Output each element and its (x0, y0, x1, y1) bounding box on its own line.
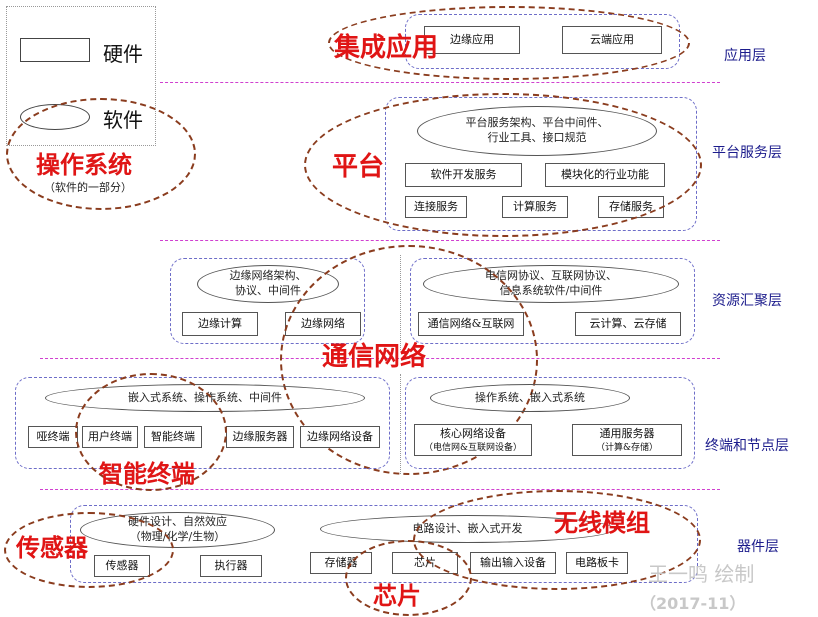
separator-platform-resource (160, 240, 720, 241)
legend-hardware-label: 硬件 (103, 42, 143, 66)
integrated-app-ellipse (328, 6, 690, 80)
smart-terminal-ellipse (75, 373, 227, 491)
edge-compute-box: 边缘计算 (182, 312, 258, 336)
platform-label: 平台 (332, 152, 385, 182)
chip-ellipse (345, 540, 472, 616)
general-server-line1: 通用服务器 (599, 426, 655, 440)
separator-app-platform (160, 82, 720, 83)
edge-ellipse-line1: 边缘网络架构、 (229, 269, 307, 283)
layer-terminal: 终端和节点层 (705, 438, 789, 454)
wireless-label: 无线模组 (554, 509, 650, 537)
core-network-line2: （电信网&互联网设备） (423, 442, 522, 453)
cloud-box: 云计算、云存储 (575, 312, 681, 336)
watermark-date: （2017-11） (640, 594, 746, 613)
edge-device-box: 边缘网络设备 (300, 426, 380, 448)
legend-hardware-rect (20, 38, 90, 62)
terminal-right-ellipse: 操作系统、嵌入式系统 (430, 384, 630, 412)
layer-device: 器件层 (737, 539, 779, 555)
telecom-ellipse-line1: 电信网协议、互联网协议、 (485, 269, 617, 283)
chip-label: 芯片 (373, 582, 421, 610)
sensor-ellipse (4, 512, 174, 588)
layer-platform: 平台服务层 (712, 145, 782, 161)
network-label: 通信网络 (322, 342, 427, 372)
os-note: （软件的一部分） (44, 181, 132, 194)
layer-app: 应用层 (724, 48, 766, 64)
layer-resource: 资源汇聚层 (712, 293, 782, 309)
core-network-line1: 核心网络设备 (439, 426, 506, 440)
os-ellipse (6, 98, 196, 210)
separator-terminal-device (40, 489, 720, 490)
watermark-author: 王一鸣 绘制 (648, 562, 755, 586)
smart-terminal-label: 智能终端 (99, 460, 195, 488)
terminal-right-group (405, 377, 695, 469)
platform-ellipse (304, 93, 702, 237)
core-network-box: 核心网络设备 （电信网&互联网设备） (414, 424, 532, 456)
edge-network-ellipse: 边缘网络架构、协议、中间件 (197, 265, 339, 303)
network-ellipse (280, 245, 538, 475)
telecom-ellipse: 电信网协议、互联网协议、信息系统软件/中间件 (423, 265, 679, 303)
edge-ellipse-line2: 协议、中间件 (235, 284, 301, 297)
general-server-box: 通用服务器 （计算&存储） (572, 424, 682, 456)
integrated-app-label: 集成应用 (334, 33, 439, 63)
os-label: 操作系统 (36, 151, 132, 179)
edge-server-box: 边缘服务器 (226, 426, 294, 448)
actuator-box: 执行器 (200, 555, 262, 577)
sensor-label: 传感器 (16, 534, 88, 562)
general-server-line2: （计算&存储） (595, 442, 658, 453)
telecom-ellipse-line2: 信息系统软件/中间件 (499, 284, 603, 297)
dumb-terminal-box: 哑终端 (28, 426, 78, 448)
